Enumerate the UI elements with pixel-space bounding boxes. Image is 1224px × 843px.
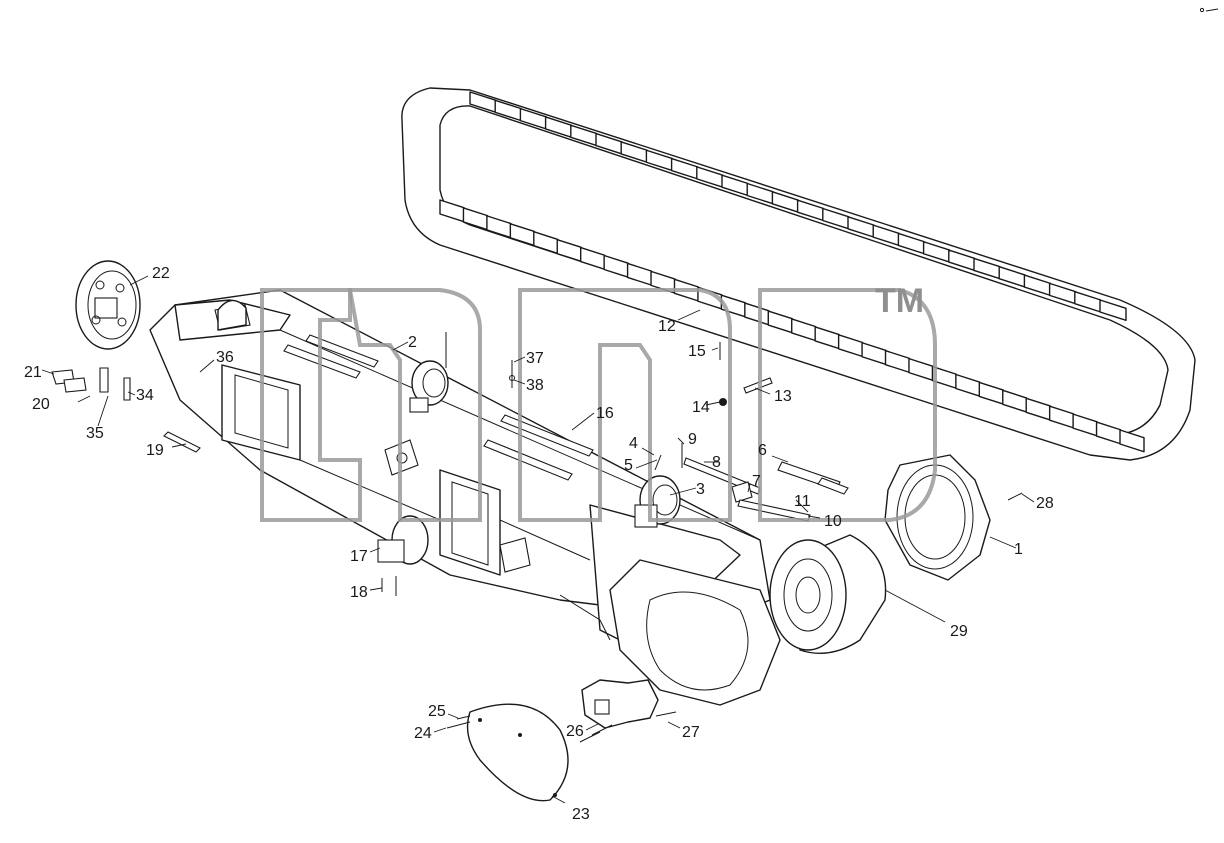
callout-24: 24 [414, 725, 432, 742]
track-shoe [1099, 299, 1127, 322]
callout-11: 11 [794, 493, 811, 510]
callout-10: 10 [824, 513, 842, 530]
callout-9: 9 [688, 431, 697, 448]
callout-22: 22 [152, 265, 170, 282]
callout-29: 29 [950, 623, 968, 640]
callout-34: 34 [136, 387, 154, 404]
callout-12: 12 [658, 318, 676, 335]
callout-1: 1 [1014, 541, 1023, 558]
callout-25: 25 [428, 703, 446, 720]
watermark: TM [260, 282, 937, 522]
callout-35: 35 [86, 425, 104, 442]
callout-2: 2 [408, 334, 417, 351]
callout-8: 8 [712, 454, 721, 471]
callout-20: 20 [32, 396, 50, 413]
guide-rails [283, 334, 594, 481]
callout-19: 19 [146, 442, 164, 459]
callout-labels: 1 2 3 4 5 6 7 8 9 10 11 12 13 14 15 16 1… [24, 265, 1054, 823]
callout-15: 15 [688, 343, 706, 360]
callout-14: 14 [692, 399, 710, 416]
callout-38: 38 [526, 377, 544, 394]
idler-wheel [75, 260, 141, 350]
final-drive [769, 534, 887, 655]
callout-18: 18 [350, 584, 368, 601]
callout-23: 23 [572, 806, 590, 823]
callout-28: 28 [1036, 495, 1054, 512]
callout-16: 16 [596, 405, 614, 422]
hydraulic-motor [579, 679, 677, 743]
track-frame [149, 289, 781, 706]
track-shoe [1119, 429, 1145, 453]
callout-27: 27 [682, 724, 700, 741]
callout-37: 37 [526, 350, 544, 367]
track-shoes-top [469, 91, 1127, 322]
callout-5: 5 [624, 457, 633, 474]
leader-lines [41, 275, 1035, 804]
track-chain [401, 87, 1196, 461]
callout-36: 36 [216, 349, 234, 366]
callout-26: 26 [566, 723, 584, 740]
callout-7: 7 [752, 473, 761, 490]
track-shoes-bottom [439, 199, 1145, 453]
cover-plate [446, 703, 569, 802]
corner-mark [1199, 7, 1219, 13]
callout-21: 21 [24, 364, 42, 381]
callout-6: 6 [758, 442, 767, 459]
callout-4: 4 [629, 435, 638, 452]
callout-3: 3 [696, 481, 705, 498]
callout-13: 13 [774, 388, 792, 405]
callout-17: 17 [350, 548, 368, 565]
trademark-symbol: TM [875, 282, 924, 320]
